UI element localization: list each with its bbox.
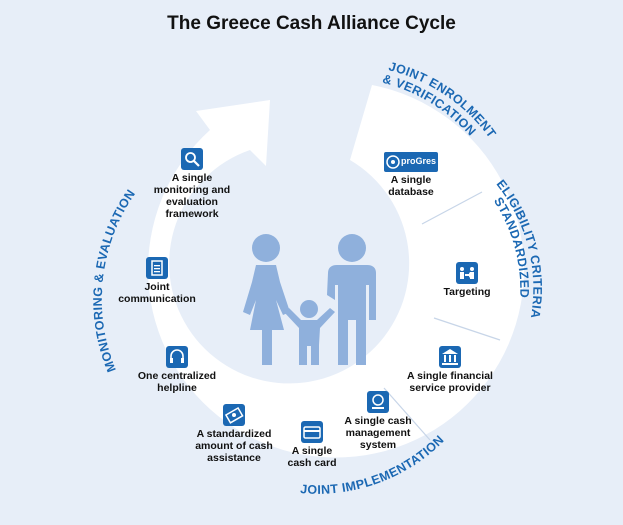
node-standardized-amount: A standardized amount of cash assistance (188, 404, 280, 464)
cash-card-label-line1: A single (291, 445, 333, 457)
page-title: The Greece Cash Alliance Cycle (167, 13, 456, 34)
monitoring-label-line4: framework (165, 208, 219, 220)
magnifier-icon (181, 148, 203, 170)
financial-label-line2: service provider (409, 382, 491, 394)
progres-logo-icon: proGres (384, 152, 438, 172)
node-targeting: Targeting (432, 262, 502, 298)
cash-management-label-line3: system (359, 439, 397, 451)
monitoring-label-line1: A single (171, 172, 213, 184)
bank-icon (439, 346, 461, 368)
database-label-line1: A single (390, 174, 432, 186)
ring-divider (433, 317, 501, 341)
amount-label-line3: assistance (207, 452, 261, 464)
family-figures (243, 234, 376, 365)
child-figure (284, 300, 335, 365)
headset-icon (166, 346, 188, 368)
node-financial-provider: A single financial service provider (395, 346, 505, 394)
targeting-icon (456, 262, 478, 284)
cash-management-label-line2: management (345, 427, 411, 439)
node-communication: Joint communication (114, 257, 200, 305)
card-icon (301, 421, 323, 443)
amount-label-line2: amount of cash (195, 440, 273, 452)
money-icon (223, 404, 245, 426)
communication-label-line1: Joint (144, 281, 170, 293)
document-icon (146, 257, 168, 279)
node-database: proGres A single database (365, 152, 457, 198)
woman-figure (243, 234, 290, 365)
cash-management-label-line1: A single cash (344, 415, 412, 427)
man-figure (327, 234, 376, 365)
cash-system-logo-icon (367, 391, 389, 413)
database-label-line2: database (388, 186, 434, 198)
targeting-label: Targeting (443, 286, 491, 298)
node-cash-card: A single cash card (282, 421, 342, 469)
financial-label-line1: A single financial (407, 370, 493, 382)
cycle-ring (148, 85, 525, 458)
ring-divider (383, 387, 431, 441)
node-monitoring-framework: A single monitoring and evaluation frame… (146, 148, 238, 220)
communication-label-line2: communication (118, 293, 196, 305)
node-helpline: One centralized helpline (129, 346, 225, 394)
node-cash-management: A single cash management system (338, 391, 418, 451)
monitoring-label-line3: evaluation (166, 196, 218, 208)
amount-label-line1: A standardized (196, 428, 272, 440)
helpline-label-line1: One centralized (137, 370, 217, 382)
cash-card-label-line2: cash card (287, 457, 337, 469)
ring-divider (421, 191, 483, 225)
helpline-label-line2: helpline (157, 382, 197, 394)
monitoring-label-line2: monitoring and (153, 184, 231, 196)
